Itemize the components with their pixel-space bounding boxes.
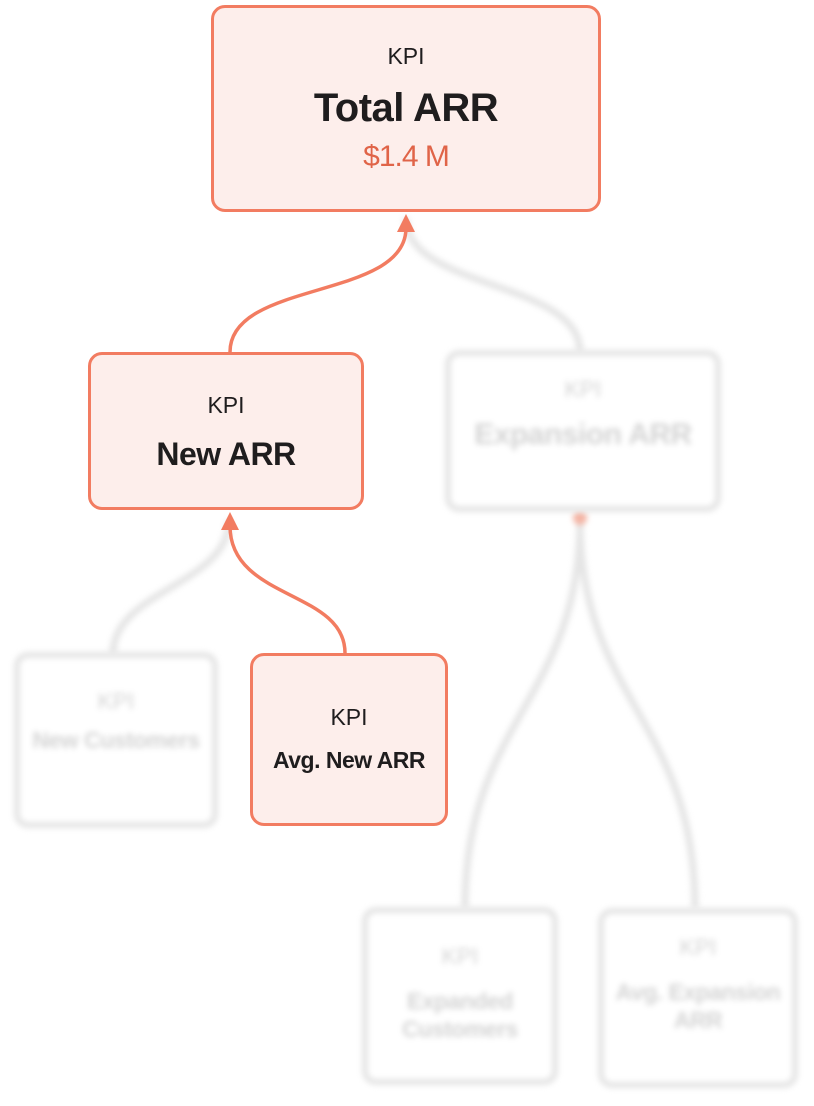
kpi-card-avg-new-arr[interactable]: KPI Avg. New ARR <box>250 653 448 826</box>
kpi-card-new-arr[interactable]: KPI New ARR <box>88 352 364 510</box>
kpi-tag: KPI <box>441 943 479 969</box>
kpi-name: Expanded Customers <box>402 988 518 1042</box>
kpi-card-expanded-customers[interactable]: KPI Expanded Customers <box>362 907 558 1085</box>
expansion-arrow-dot <box>573 511 587 525</box>
kpi-name: New ARR <box>156 436 296 472</box>
kpi-tag: KPI <box>330 704 368 730</box>
link-newarr-to-total <box>228 227 408 353</box>
link-avgnew-to-newarr <box>228 525 347 654</box>
link-expansion-to-total <box>402 217 584 353</box>
kpi-tag: KPI <box>97 688 135 714</box>
kpi-value: $1.4 M <box>363 140 450 173</box>
arrowhead-new <box>221 512 239 530</box>
kpi-tag: KPI <box>564 376 602 402</box>
kpi-name: Expansion ARR <box>474 418 692 451</box>
kpi-name: Avg. Expansion ARR <box>615 979 781 1033</box>
link-expandedcustomers-to-expansion <box>461 519 584 909</box>
kpi-name: Total ARR <box>313 86 499 130</box>
kpi-tag: KPI <box>679 934 717 960</box>
kpi-card-expansion-arr[interactable]: KPI Expansion ARR <box>445 350 721 512</box>
kpi-name: New Customers <box>32 727 200 753</box>
link-avgexpansion-to-expansion <box>576 519 699 909</box>
kpi-card-new-customers[interactable]: KPI New Customers <box>14 652 218 828</box>
kpi-card-avg-expansion-arr[interactable]: KPI Avg. Expansion ARR <box>598 908 798 1088</box>
arrowhead-total <box>397 214 415 232</box>
kpi-tag: KPI <box>387 43 425 69</box>
faded-connectors <box>109 217 699 909</box>
kpi-tag: KPI <box>207 392 245 418</box>
kpi-card-total-arr[interactable]: KPI Total ARR $1.4 M <box>211 5 601 212</box>
link-newcustomers-to-newarr <box>109 519 233 655</box>
kpi-name: Avg. New ARR <box>272 747 426 773</box>
